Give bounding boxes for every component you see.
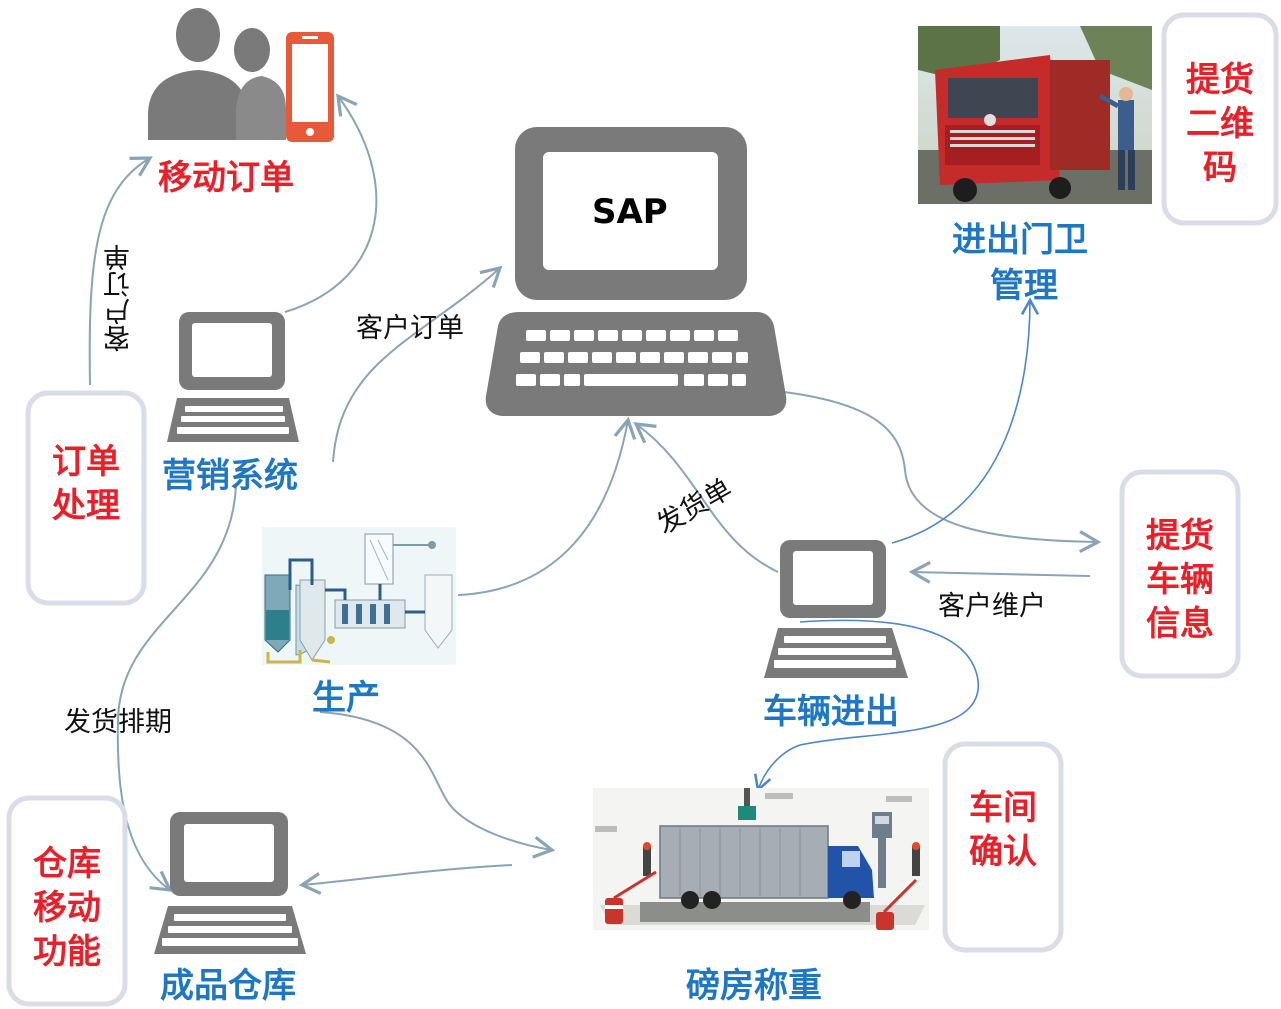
- phone-text-line: 车辆: [1146, 560, 1214, 600]
- sap-label: SAP: [592, 192, 668, 232]
- edge-label-customer-order-vertical: 客户订单: [104, 244, 135, 352]
- phone-pickup-vehicle: [1119, 469, 1241, 679]
- phone-text-line: 功能: [33, 932, 101, 972]
- phone-text-line: 码: [1203, 148, 1237, 188]
- gate-management-label-2: 管理: [990, 266, 1058, 306]
- phone-text-line: 提货: [1186, 60, 1254, 100]
- phone-text-line: 移动: [33, 888, 101, 928]
- phone-pickup-qr: [1161, 12, 1279, 226]
- smartphone-icon: [286, 32, 334, 142]
- phone-text-line: 提货: [1146, 516, 1214, 556]
- edge-marketing-to-mobile: [284, 93, 378, 313]
- users-icon: [148, 8, 286, 140]
- weighing-label: 磅房称重: [686, 966, 822, 1006]
- production-label: 生产: [312, 678, 380, 718]
- mobile-order-label: 移动订单: [158, 158, 294, 198]
- edge-vehicle-to-sap: [633, 422, 779, 573]
- connectors-blue: [753, 297, 1040, 793]
- edge-label-delivery-schedule: 发货排期: [64, 707, 172, 738]
- phone-text-pickup-qr: 提货 二维 码: [1164, 58, 1276, 190]
- edge-production-to-weighing: [319, 711, 556, 859]
- factory-pipeline-illustration: [262, 527, 456, 665]
- warehouse-label: 成品仓库: [160, 966, 296, 1006]
- phone-text-workshop-confirm: 车间 确认: [945, 786, 1061, 874]
- sap-computer-icon: [485, 127, 787, 416]
- marketing-system-label: 营销系统: [162, 456, 298, 496]
- phone-text-line: 车间: [969, 788, 1037, 828]
- truck-photo: [918, 26, 1152, 204]
- phone-text-line: 确认: [969, 832, 1037, 872]
- edge-order-to-mobile: [88, 156, 153, 386]
- edge-marketing-to-sap: [332, 265, 503, 463]
- phone-text-line: 信息: [1146, 604, 1214, 644]
- warehouse-computer-icon: [154, 812, 306, 954]
- phone-workshop-confirm: [942, 741, 1064, 953]
- phone-text-line: 处理: [52, 486, 120, 526]
- edge-weighing-to-warehouse: [298, 864, 513, 895]
- phone-text-line: 仓库: [33, 844, 101, 884]
- edge-production-to-sap: [457, 416, 637, 596]
- edge-label-customer-order: 客户订单: [356, 313, 464, 344]
- weighbridge-illustration: [593, 788, 929, 930]
- gate-management-label-1: 进出门卫: [952, 220, 1088, 260]
- phone-frames: [6, 12, 1279, 1007]
- vehicle-io-label: 车辆进出: [763, 692, 899, 732]
- phone-text-line: 订单: [52, 442, 120, 482]
- phone-warehouse-mobile: [6, 795, 128, 1007]
- phone-text-order-processing: 订单 处理: [28, 440, 144, 528]
- phone-text-line: 二维: [1186, 104, 1254, 144]
- connectors: [88, 93, 1102, 895]
- edge-vehicle-to-gate: [891, 297, 1040, 544]
- edge-marketing-to-warehouse: [116, 485, 237, 892]
- phone-text-pickup-vehicle: 提货 车辆 信息: [1122, 514, 1238, 646]
- vehicle-computer-icon: [764, 540, 908, 678]
- edge-label-customer-maintain: 客户维户: [938, 591, 1046, 622]
- phone-text-warehouse-mobile: 仓库 移动 功能: [9, 842, 125, 974]
- marketing-computer-icon: [167, 312, 299, 442]
- edge-sap-to-pickup: [687, 384, 1102, 554]
- edge-pickup-to-vehicle: [908, 560, 1091, 584]
- phone-order-processing: [25, 390, 147, 606]
- edge-vehicle-to-weighing: [753, 619, 979, 793]
